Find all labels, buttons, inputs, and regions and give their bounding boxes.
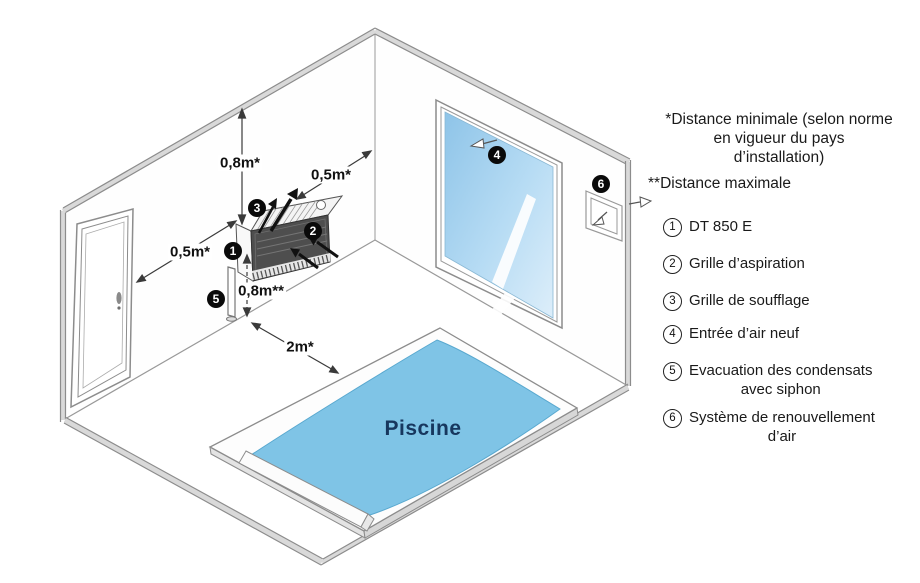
- dim-label-pool: 2m*: [284, 338, 316, 356]
- dim-label-corner: 0,5m*: [308, 166, 354, 184]
- callout-5-badge: 5: [207, 290, 225, 308]
- callout-6-badge: 6: [592, 175, 610, 193]
- legend-badge-1: 1: [663, 218, 682, 237]
- dim-line-drain: [242, 253, 252, 318]
- legend-item-dt850e: 1 DT 850 E: [663, 217, 752, 237]
- legend-badge-6: 6: [663, 409, 682, 428]
- vent-in-arrow-icon: [591, 211, 608, 226]
- legend-item-grille-soufflage: 3 Grille de soufflage: [663, 291, 810, 311]
- legend-label-2: Grille d’aspiration: [689, 255, 805, 272]
- callout-1-badge: 1: [224, 242, 242, 260]
- pool-label: Piscine: [384, 417, 462, 440]
- vent-out-arrow-icon: [628, 196, 653, 208]
- air-renewal-vent: [585, 190, 653, 242]
- pool-coping-bar: [238, 450, 375, 532]
- legend-badge-5: 5: [663, 362, 682, 381]
- door-handle-icon: [116, 292, 122, 310]
- callout-3-badge: 3: [248, 199, 266, 217]
- fresh-air-arrow-icon: [469, 138, 498, 149]
- legend-badge-3: 3: [663, 292, 682, 311]
- pool-water: [247, 339, 561, 516]
- legend-label-6: Système de renouvellement d’air: [689, 409, 875, 445]
- legend-label-1: DT 850 E: [689, 218, 753, 235]
- legend-item-evacuation-condensats: 5 Evacuation des condensats avec siphon: [663, 361, 872, 399]
- legend-label-3: Grille de soufflage: [689, 292, 810, 309]
- blow-air-arrows-icon: [257, 188, 298, 234]
- door: [70, 208, 134, 409]
- legend-item-renouvellement-air: 6 Système de renouvellement d’air: [663, 408, 875, 446]
- dim-label-door: 0,5m*: [167, 243, 213, 261]
- legend-label-4: Entrée d’air neuf: [689, 325, 800, 342]
- legend-item-entree-air-neuf: 4 Entrée d’air neuf: [663, 324, 799, 344]
- note-distance-maximale: **Distance maximale: [648, 175, 791, 192]
- brand-logo-icon: [316, 200, 326, 210]
- legend-item-grille-aspiration: 2 Grille d’aspiration: [663, 254, 805, 274]
- pool: [208, 327, 579, 539]
- legend-badge-4: 4: [663, 325, 682, 344]
- window: [435, 98, 563, 330]
- suction-air-arrows-icon: [290, 236, 339, 270]
- dim-label-drain: 0,8m**: [236, 282, 286, 300]
- legend-badge-2: 2: [663, 255, 682, 274]
- condensate-drain-pipe: [226, 266, 237, 322]
- dim-label-ceiling: 0,8m*: [217, 154, 263, 172]
- legend-label-5: Evacuation des condensats avec siphon: [689, 362, 873, 398]
- note-distance-minimale: *Distance minimale (selon norme en vigue…: [665, 111, 893, 166]
- callout-2-badge: 2: [304, 222, 322, 240]
- callout-4-badge: 4: [488, 146, 506, 164]
